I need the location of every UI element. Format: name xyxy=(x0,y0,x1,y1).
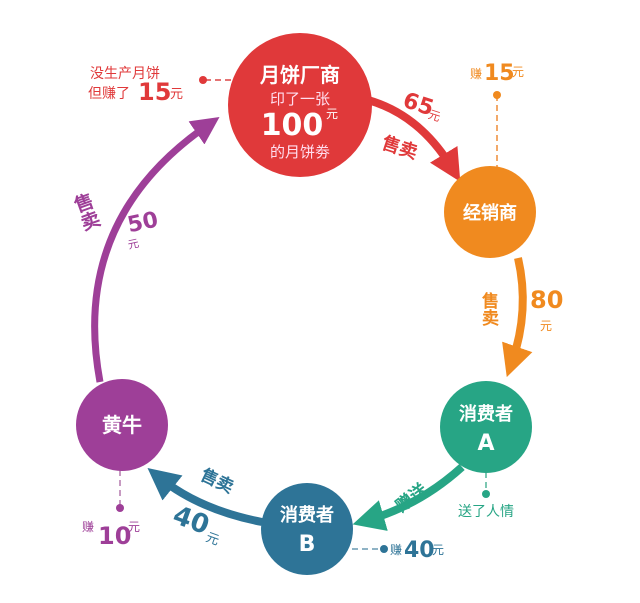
scalper-title: 黄牛 xyxy=(102,413,142,437)
node-consumer-a: 消费者 A xyxy=(440,381,532,473)
edge-action-s-to-m: 售卖 xyxy=(68,189,103,234)
manufacturer-amount: 100 xyxy=(261,108,324,143)
note-line1: 没生产月饼 xyxy=(90,66,160,82)
note-amount: 40 xyxy=(404,538,435,563)
note-consumer-b: 赚 40 元 xyxy=(390,538,444,563)
edge-unit: 元 xyxy=(204,530,221,549)
note-prefix: 但赚了 xyxy=(88,86,130,102)
consumer-b-title: 消费者 xyxy=(280,504,334,526)
arrow-manufacturer-to-distributor xyxy=(366,96,461,182)
distributor-note-dot xyxy=(493,91,501,99)
consumer-b-letter: B xyxy=(299,532,316,557)
edge-action-b-to-s: 售卖 xyxy=(197,464,237,497)
node-consumer-b: 消费者 B xyxy=(261,483,353,575)
edge-unit: 元 xyxy=(127,237,140,252)
note-unit: 元 xyxy=(128,520,140,534)
arrow-scalper-to-manufacturer xyxy=(91,117,220,383)
note-prefix: 赚 xyxy=(470,66,482,81)
arrow-consumer-b-to-scalper xyxy=(147,468,263,526)
note-prefix: 赚 xyxy=(390,542,402,557)
manufacturer-line2: 印了一张 xyxy=(270,90,330,108)
arrow-distributor-to-consumer-a xyxy=(502,257,533,378)
note-amount: 10 xyxy=(98,522,131,550)
consumer-b-note-dot xyxy=(380,545,388,553)
note-prefix: 赚 xyxy=(82,519,94,534)
node-scalper: 黄牛 xyxy=(76,379,168,471)
consumer-a-note-dot xyxy=(482,490,490,498)
edge-amount-d-to-a: 80 xyxy=(530,286,563,314)
consumer-a-title: 消费者 xyxy=(459,403,513,425)
manufacturer-note-dot xyxy=(199,76,207,84)
manufacturer-unit: 元 xyxy=(326,107,338,121)
edge-amount: 50 xyxy=(125,207,160,238)
distributor-title: 经销商 xyxy=(463,202,517,224)
consumer-a-letter: A xyxy=(477,431,494,456)
edge-action-d-to-a: 售卖 xyxy=(478,291,499,327)
note-unit: 元 xyxy=(170,87,183,102)
scalper-note-dot xyxy=(116,504,124,512)
arrow-consumer-a-to-consumer-b xyxy=(352,464,465,531)
note-manufacturer: 没生产月饼 但赚了 15 元 xyxy=(88,66,183,106)
note-distributor: 赚 15 元 xyxy=(470,61,524,86)
edge-label-s-to-m: 50 元 xyxy=(125,207,160,252)
manufacturer-title: 月饼厂商 xyxy=(259,63,340,87)
edge-action: 售卖 xyxy=(379,132,420,164)
node-manufacturer: 月饼厂商 印了一张 100 元 的月饼劵 xyxy=(228,33,372,177)
edge-unit-d-to-a: 元 xyxy=(540,319,552,333)
manufacturer-line4: 的月饼劵 xyxy=(270,143,330,161)
node-distributor: 经销商 xyxy=(444,166,536,258)
note-unit: 元 xyxy=(432,543,444,557)
edge-unit: 元 xyxy=(426,107,442,124)
note-unit: 元 xyxy=(512,65,524,79)
note-amount: 15 xyxy=(138,78,171,106)
note-consumer-a: 送了人情 xyxy=(458,504,514,520)
note-amount: 15 xyxy=(484,61,515,86)
note-scalper: 赚 10 元 xyxy=(82,519,140,550)
